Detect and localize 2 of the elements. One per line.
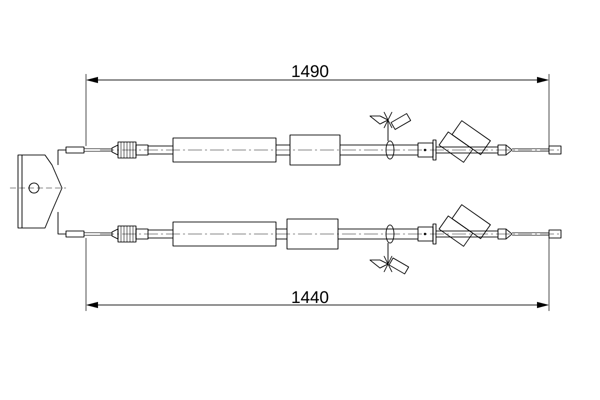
dimension-label: 1490	[292, 65, 328, 78]
dimension-label: 1440	[292, 291, 328, 304]
